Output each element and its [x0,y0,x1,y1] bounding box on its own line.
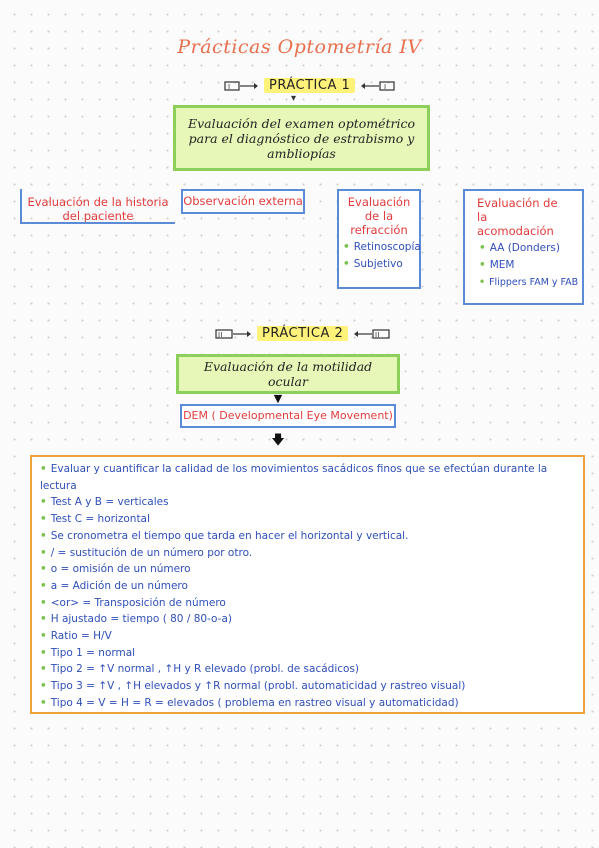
list-item: •Tipo 3 = ↑V , ↑H elevados y ↑R normal (… [40,680,466,693]
practica1-header: I PRÁCTICA 1 I [224,78,395,93]
acomodacion-box: Evaluación de la acomodación •AA (Donder… [463,189,584,305]
historia-label: Evaluación de la historia del paciente [22,195,174,223]
refraccion-box: Evaluación de la refracción •Retinoscopí… [337,189,421,289]
acomodacion-title: Evaluación de la acomodación [477,196,558,238]
list-item: •Flippers FAM y FAB [479,277,579,288]
arrow-right-icon: II [215,328,251,340]
dem-notes-box: •Evaluar y cuantificar la calidad de los… [30,455,585,714]
page-title: Prácticas Optometría IV [177,36,422,58]
down-arrow-icon: ▾ [291,93,297,104]
externa-box: Observación externa [181,189,305,214]
list-item: •Test A y B = verticales [40,496,169,509]
svg-text:II: II [218,331,223,339]
list-item: •H ajustado = tiempo ( 80 / 80-o-a) [40,613,232,626]
refraccion-title: Evaluación de la refracción [347,195,411,237]
list-item: •Subjetivo [343,258,403,270]
list-item: •MEM [479,259,515,271]
down-arrow-icon: ▼ [273,392,283,405]
arrow-left-icon: II [354,328,390,340]
historia-text: Evaluación de la historia del paciente [27,195,169,223]
list-item: •Test C = horizontal [40,513,150,526]
list-item: •<or> = Transposición de número [40,596,226,609]
historia-frame-tick [20,189,22,199]
list-item: •Ratio = H/V [40,630,112,643]
list-item: •Evaluar y cuantificar la calidad de los… [40,463,548,492]
practica1-label: PRÁCTICA 1 [264,78,356,93]
dem-label: DEM ( Developmental Eye Movement) [183,409,393,422]
dem-box: DEM ( Developmental Eye Movement) [180,404,396,428]
arrow-right-icon: I [224,80,258,92]
refraccion-list: •Retinoscopía •Subjetivo [339,239,421,273]
practica2-header: II PRÁCTICA 2 II [215,326,390,341]
list-item: •Retinoscopía [343,241,421,253]
practica2-label: PRÁCTICA 2 [257,326,349,341]
svg-text:II: II [375,331,380,339]
svg-text:I: I [228,83,231,91]
list-item: •Tipo 4 = V = H = R = elevados ( problem… [40,696,459,709]
svg-text:I: I [384,83,387,91]
list-item: •Tipo 2 = ↑V normal , ↑H y R elevado (pr… [40,663,360,676]
historia-frame [20,189,175,224]
down-arrow-icon: 🡇 [271,433,285,448]
list-item: •AA (Donders) [479,242,560,254]
practica2-main-box: Evaluación de la motilidad ocular [176,354,400,394]
list-item: •o = omisión de un número [40,563,191,576]
list-item: •Se cronometra el tiempo que tarda en ha… [40,529,409,542]
practica1-main-box: Evaluación del examen optométrico para e… [173,105,430,171]
externa-label: Observación externa [183,194,303,208]
list-item: •a = Adición de un número [40,579,188,592]
list-item: •Tipo 1 = normal [40,646,136,659]
list-item: •/ = sustitución de un número por otro. [40,546,253,559]
acomodacion-list: •AA (Donders) •MEM •Flippers FAM y FAB [465,240,582,291]
arrow-left-icon: I [361,80,395,92]
